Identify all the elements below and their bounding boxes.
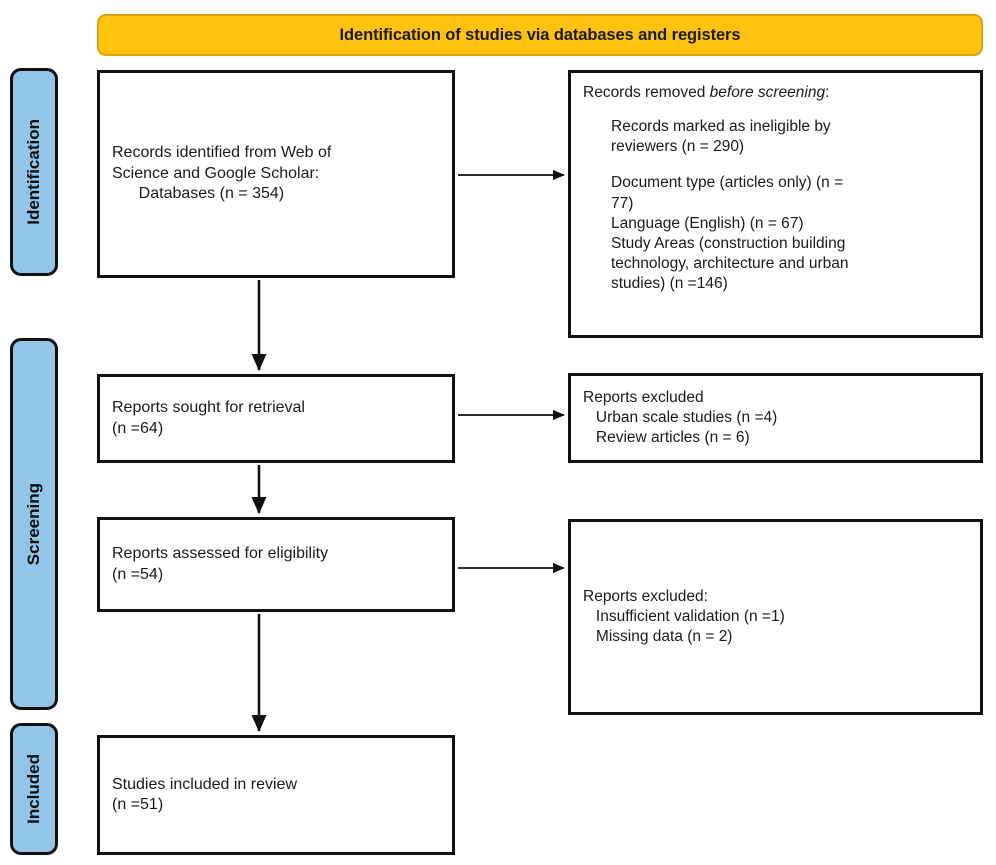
box-reports-excluded-screening: Reports excluded Urban scale studies (n …: [568, 373, 983, 463]
box-reports-assessed-text: Reports assessed for eligibility (n =54): [112, 545, 329, 583]
header-banner: Identification of studies via databases …: [97, 14, 983, 56]
phase-label-screening: Screening: [24, 482, 43, 566]
box-reports-sought: Reports sought for retrieval (n =64): [97, 374, 455, 463]
box-records-removed-item: Document type (articles only) (n = 77): [611, 174, 844, 212]
removed-heading-prefix: Records removed: [583, 84, 710, 101]
phase-sidebar-identification: Identification: [10, 68, 58, 276]
box-records-removed-heading: Records removed before screening:: [583, 83, 968, 103]
box-reports-assessed: Reports assessed for eligibility (n =54): [97, 517, 455, 612]
box-records-identified-text: Records identified from Web of Science a…: [112, 144, 332, 203]
phase-label-identification: Identification: [24, 119, 43, 225]
box-records-identified: Records identified from Web of Science a…: [97, 70, 455, 278]
phase-sidebar-included: Included: [10, 723, 58, 855]
removed-heading-italic: before screening: [709, 84, 826, 101]
phase-label-included: Included: [24, 754, 43, 824]
box-records-removed-item: Language (English) (n = 67): [611, 214, 804, 232]
box-reports-excluded-eligibility-text: Reports excluded: Insufficient validatio…: [583, 587, 785, 646]
removed-heading-suffix: :: [825, 84, 830, 101]
box-studies-included: Studies included in review (n =51): [97, 735, 455, 855]
box-reports-excluded-screening-text: Reports excluded Urban scale studies (n …: [583, 388, 778, 447]
box-records-removed-item: Records marked as ineligible by reviewer…: [611, 118, 831, 156]
box-reports-excluded-eligibility: Reports excluded: Insufficient validatio…: [568, 519, 983, 715]
box-records-removed-item: Study Areas (construction building techn…: [611, 234, 849, 293]
phase-sidebar-screening: Screening: [10, 338, 58, 710]
box-records-removed: Records removed before screening: Record…: [568, 70, 983, 338]
banner-title: Identification of studies via databases …: [339, 25, 741, 44]
box-studies-included-text: Studies included in review (n =51): [112, 775, 297, 813]
box-reports-sought-text: Reports sought for retrieval (n =64): [112, 399, 305, 437]
